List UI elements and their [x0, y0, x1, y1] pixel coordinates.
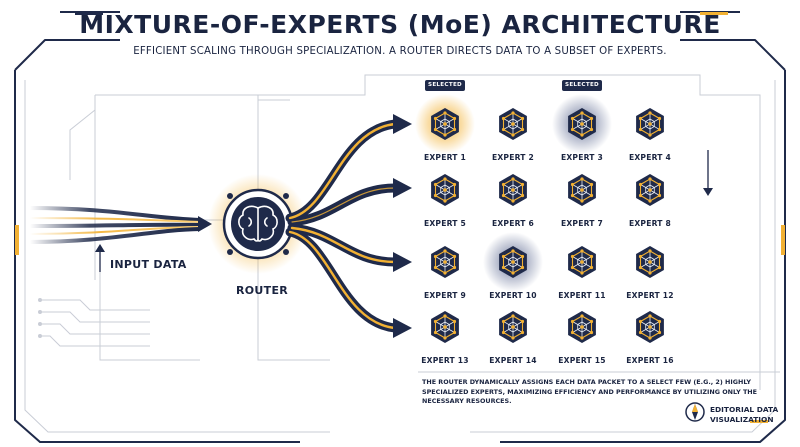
expert-16-label: EXPERT 16	[626, 356, 674, 365]
expert-3-selected-badge: SELECTED	[562, 80, 602, 91]
footnote: THE ROUTER DYNAMICALLY ASSIGNS EACH DATA…	[422, 378, 758, 405]
expert-11-label: EXPERT 11	[558, 291, 606, 300]
page-subtitle: EFFICIENT SCALING THROUGH SPECIALIZATION…	[133, 46, 667, 57]
input-data-stream	[29, 206, 212, 244]
network-hexagon-icon	[498, 310, 528, 344]
expert-1-selected-badge: SELECTED	[425, 80, 465, 91]
network-hexagon-icon	[635, 245, 665, 279]
expert-7-label: EXPERT 7	[560, 219, 603, 228]
expert-3-label: EXPERT 3	[560, 153, 603, 162]
network-hexagon-icon	[635, 173, 665, 207]
network-hexagon-icon	[430, 245, 460, 279]
expert-9-label: EXPERT 9	[423, 291, 466, 300]
compass-icon	[685, 402, 705, 422]
network-hexagon-icon	[498, 107, 528, 141]
expert-12-label: EXPERT 12	[626, 291, 674, 300]
network-hexagon-icon	[430, 173, 460, 207]
network-hexagon-icon	[567, 310, 597, 344]
network-hexagon-icon	[635, 310, 665, 344]
frame-arrow-up	[95, 244, 105, 272]
expert-6-label: EXPERT 6	[491, 219, 534, 228]
brain-icon	[238, 205, 278, 242]
network-hexagon-icon	[567, 173, 597, 207]
expert-15-label: EXPERT 15	[558, 356, 606, 365]
expert-10-label: EXPERT 10	[489, 291, 537, 300]
frame-arrow-down	[703, 150, 713, 196]
router-branches	[285, 114, 412, 338]
expert-13-label: EXPERT 13	[421, 356, 469, 365]
network-hexagon-icon	[498, 173, 528, 207]
expert-5-label: EXPERT 5	[423, 219, 466, 228]
expert-14-label: EXPERT 14	[489, 356, 537, 365]
expert-8-label: EXPERT 8	[628, 219, 671, 228]
expert-1-label: EXPERT 1	[423, 153, 466, 162]
frame-accents	[15, 12, 785, 423]
brand-label: EDITORIAL DATA VISUALIZATION	[710, 405, 779, 424]
expert-2-label: EXPERT 2	[491, 153, 534, 162]
expert-4-label: EXPERT 4	[628, 153, 671, 162]
router-label: ROUTER	[236, 284, 289, 297]
network-hexagon-icon	[430, 310, 460, 344]
input-data-label: INPUT DATA	[110, 258, 187, 271]
network-hexagon-icon	[635, 107, 665, 141]
page-title: MIXTURE-OF-EXPERTS (MoE) ARCHITECTURE	[79, 10, 721, 39]
network-hexagon-icon	[567, 245, 597, 279]
